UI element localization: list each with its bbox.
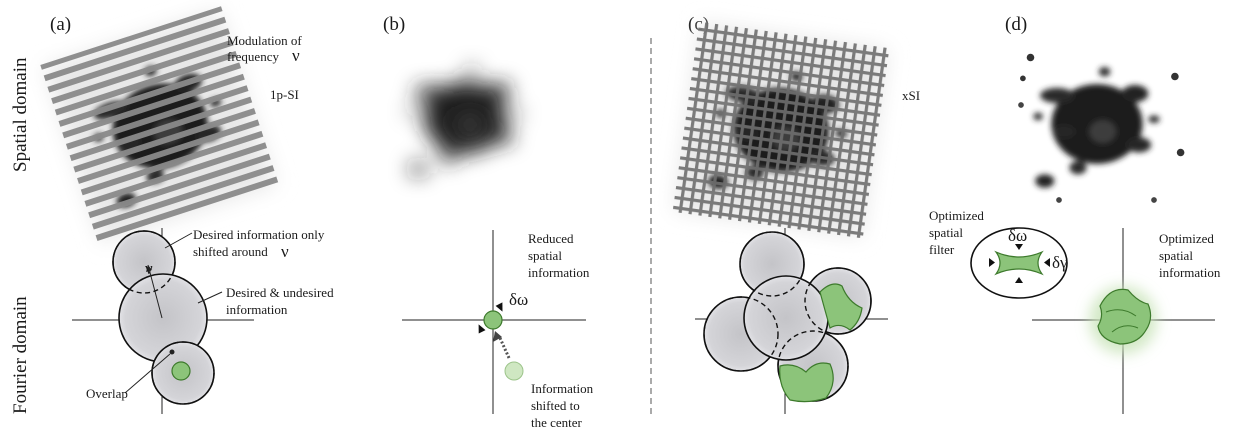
panel-b-blurred-image bbox=[408, 67, 522, 175]
panel-label-d: (d) bbox=[1005, 14, 1027, 35]
shifted-label-2: shifted to bbox=[531, 398, 580, 413]
panel-d-sharp-image bbox=[1018, 53, 1185, 203]
panel-label-a: (a) bbox=[50, 14, 71, 35]
desired-shifted-label-2: shifted around bbox=[193, 244, 268, 259]
row-label-fourier: Fourier domain bbox=[10, 296, 31, 414]
panel-a-spatial-image bbox=[40, 6, 280, 246]
method-1p-si: 1p-SI bbox=[270, 87, 299, 102]
panel-b-fourier-diagram bbox=[402, 230, 586, 414]
panel-c-grid-image bbox=[672, 21, 890, 239]
panel-label-b: (b) bbox=[383, 14, 405, 35]
modulation-label-2: frequency bbox=[227, 49, 279, 64]
desired-undesired-label-2: information bbox=[226, 302, 288, 317]
shifted-label-3: the center bbox=[531, 415, 583, 430]
desired-shifted-label-1: Desired information only bbox=[193, 227, 325, 242]
panel-d-filter-ellipse bbox=[970, 227, 1068, 299]
info-label-2: spatial bbox=[1159, 248, 1193, 263]
shifted-label-1: Information bbox=[531, 381, 594, 396]
method-xsi: xSI bbox=[902, 88, 920, 103]
nu-symbol-fourier: ν bbox=[281, 242, 289, 261]
overlap-label: Overlap bbox=[86, 386, 128, 401]
modulation-label-1: Modulation of bbox=[227, 33, 302, 48]
panel-d-fourier-diagram bbox=[1032, 228, 1215, 414]
panel-c-fourier-diagram bbox=[695, 228, 888, 414]
row-label-spatial: Spatial domain bbox=[10, 57, 31, 172]
reduced-label-3: information bbox=[528, 265, 590, 280]
delta-omega-d: δω bbox=[1008, 226, 1027, 245]
panel-a-fourier-diagram bbox=[72, 228, 254, 414]
nu-symbol-top: ν bbox=[292, 46, 300, 65]
desired-undesired-label-1: Desired & undesired bbox=[226, 285, 334, 300]
reduced-label-1: Reduced bbox=[528, 231, 574, 246]
info-label-3: information bbox=[1159, 265, 1221, 280]
delta-gamma-d: δγ bbox=[1052, 253, 1068, 272]
info-label-1: Optimized bbox=[1159, 231, 1214, 246]
filter-label-1: Optimized bbox=[929, 208, 984, 223]
filter-label-3: filter bbox=[929, 242, 955, 257]
nu-symbol-small: ν bbox=[145, 259, 153, 278]
delta-omega-b: δω bbox=[509, 290, 528, 309]
reduced-label-2: spatial bbox=[528, 248, 562, 263]
filter-label-2: spatial bbox=[929, 225, 963, 240]
